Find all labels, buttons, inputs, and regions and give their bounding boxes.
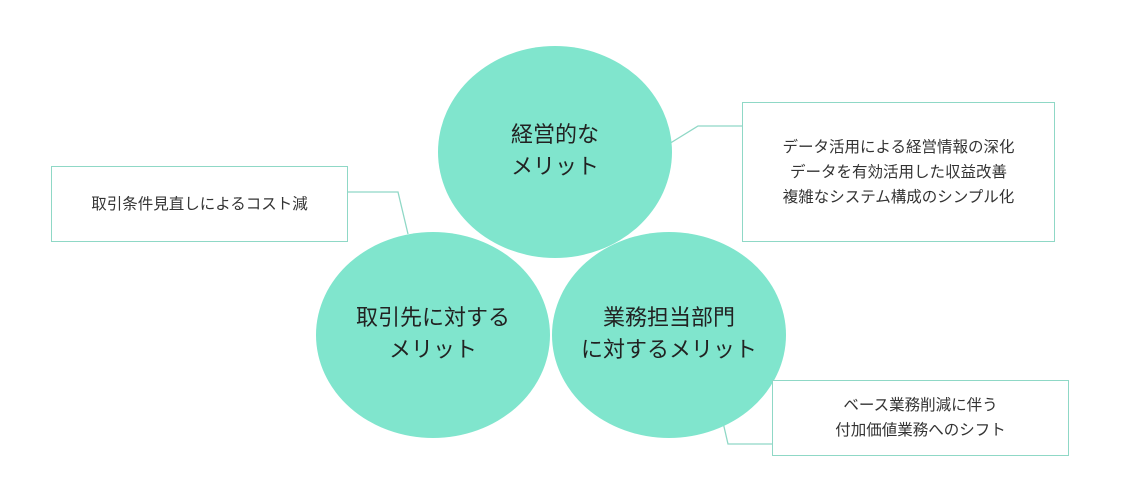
box-line: 付加価値業務へのシフト: [835, 421, 1006, 439]
connector-management: [663, 125, 742, 148]
box-management-merit: データ活用による経営情報の深化 データを有効活用した収益改善 複雑なシステム構成…: [742, 102, 1055, 242]
circle-partner-merit: 取引先に対する メリット: [316, 232, 550, 438]
box-line: 取引条件見直しによるコスト減: [91, 194, 308, 213]
circle-department-merit: 業務担当部門 に対するメリット: [552, 232, 786, 438]
circle-management-merit: 経営的な メリット: [438, 46, 672, 258]
box-line: データ活用による経営情報の深化: [782, 137, 1015, 156]
connector-partner: [348, 191, 409, 235]
connector-department: [721, 417, 772, 445]
box-department-merit: ベース業務削減に伴う 付加価値業務へのシフト: [772, 380, 1069, 456]
box-line: ベース業務削減に伴う: [843, 396, 998, 414]
box-partner-merit: 取引条件見直しによるコスト減: [51, 166, 348, 242]
box-line: 複雑なシステム構成のシンプル化: [782, 187, 1015, 206]
box-line: データを有効活用した収益改善: [789, 162, 1007, 181]
